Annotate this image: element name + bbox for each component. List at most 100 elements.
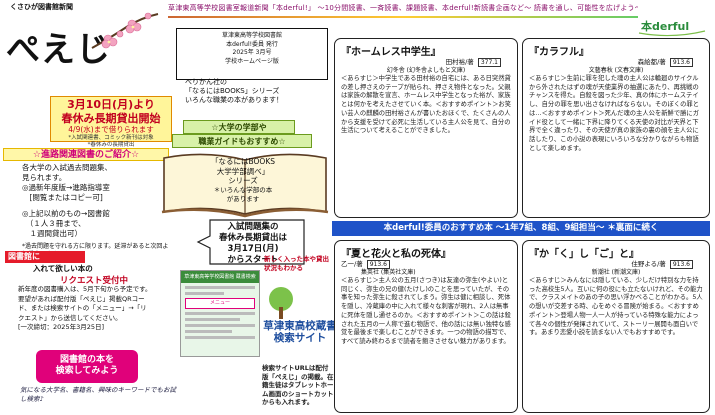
card-author: 乙一/著 (341, 260, 363, 268)
career-books-text: 各大学の入試過去問題集、 見られます。 ◎過新年度版→進路指導室 [閲覧またはコ… (22, 163, 172, 259)
plum-blossom-illustration (91, 12, 159, 49)
placeholder-line (185, 324, 255, 327)
infobox-line: 草津東高等学校図書館 (221, 32, 282, 39)
call-number-badge: 913.6 (669, 260, 693, 269)
request-title: リクエスト受付中 (60, 276, 129, 286)
guide-banner-top: ☆大学の学部や (183, 120, 295, 134)
career-line: １週間貸出可） (22, 229, 82, 238)
book-series-text: 「なるにはBOOKS 大学学部調べ」 シリーズ ＊いろんな学部の本 があります (193, 157, 293, 205)
card-publisher: 新潮社 (新潮文庫) (591, 269, 641, 276)
catalog-new-note: 新しく入った本や貸出状況もわかる (264, 255, 329, 272)
book-line: ＊いろんな学部の本 (213, 185, 273, 194)
search-button-line: 図書館の本を (59, 355, 114, 365)
card-title: 『夏と花火と私の死体』 (341, 249, 451, 260)
catalog-site-title: 草津東高校蔵書検索サイト (263, 320, 337, 344)
career-line: 見られます。 (22, 173, 67, 182)
open-book-illustration (161, 153, 329, 218)
card-publisher: 幻冬舎 (幻冬舎よしもと文庫) (386, 67, 466, 74)
book-line: 「なるにはBOOKS (211, 157, 275, 166)
career-line: ◎過新年度版→進路指導室 (22, 183, 110, 192)
book-line: シリーズ (228, 176, 258, 185)
event-date: 3月10日(月)より (67, 98, 155, 111)
search-button-line: 検索してみよう (55, 366, 119, 376)
placeholder-line (185, 312, 255, 315)
career-books-heading: ☆進路関連図書のご紹介☆ (3, 148, 169, 161)
placeholder-line (185, 336, 255, 339)
arrow-callout-shape (196, 219, 305, 265)
career-line: （１人３冊まで、 (22, 219, 86, 228)
spring-loan-event-box: 3月10日(月)より 春休み長期貸出開始 4/9(水)まで借りられます *入試関… (50, 96, 172, 148)
career-line: [閲覧またはコピー可] (22, 193, 103, 202)
tree-icon (269, 287, 293, 319)
call-number-badge: 913.6 (669, 58, 693, 67)
blurb-line: 「なるにはBOOKS」シリーズ (185, 87, 280, 95)
card-author: 森絵都/著 (637, 58, 666, 66)
career-line: 各大学の入試過去問題集、 (22, 163, 112, 172)
book-line: 大学学部調べ」 (216, 166, 270, 176)
blurb-line: いろんな職業の本があります！ (185, 96, 283, 104)
event-note: *入試関連書、コミック新刊は対象 (68, 135, 154, 141)
request-body: 新年度の図書購入は、5月下旬から予定です。 要望があれば配付版「ぺえじ」掲載QR… (18, 285, 153, 333)
logo-text: 本derful (641, 19, 689, 33)
card-title: 『ホームレス中学生』 (341, 47, 441, 58)
request-text: 新年度の図書購入は、5月下旬から予定です。 要望があれば配付版「ぺえじ」掲載QR… (18, 285, 152, 322)
request-label: 図書館に (5, 251, 85, 263)
request-sub-label: 入れて欲しい本の (33, 264, 93, 273)
book-line: があります (226, 195, 260, 203)
catalog-site-screenshot: 草津東高等学校図書館 蔵書検索 メニュー (180, 270, 260, 357)
catalog-site-header: 草津東高等学校図書館 蔵書検索 (181, 271, 259, 283)
event-title: 春休み長期貸出開始 (61, 112, 161, 125)
request-deadline: [一次締切：2025年3月25日] (18, 323, 105, 331)
card-title: 『カラフル』 (529, 47, 589, 58)
naruniwa-blurb: ぺりかん社の 「なるにはBOOKS」シリーズ いろんな職業の本があります！ (185, 78, 325, 105)
call-number-badge: 913.6 (366, 260, 390, 269)
infobox-line: 2025年 3月号 (232, 49, 272, 56)
banner-divider (168, 16, 638, 18)
menu-button[interactable]: メニュー (185, 298, 255, 309)
recommendation-strip: 本derful!委員のおすすめ本 〜1年7組、8組、9組担当〜 ＊裏面に続く (332, 221, 710, 236)
card-body: ＜あらすじ＞みんなには隠している、少しだけ特別な力を持った高校生5人。互いに何の… (529, 277, 703, 337)
exam-loan-callout: 入試問題集の 春休み長期貸出は 3月17日(月) からスタート (207, 222, 299, 266)
card-body: ＜あらすじ＞中学生である田村裕の自宅には、ある日突然貸の差し押さえのテープが貼ら… (341, 75, 512, 135)
card-title: 『か「く」し「ご」と』 (529, 249, 639, 260)
callout-line: 入試問題集の (227, 222, 279, 232)
infobox-line: 学校ホームページ版 (225, 57, 279, 65)
placeholder-line (185, 292, 224, 295)
card-publisher: 集英社 (集英社文庫) (361, 269, 416, 276)
placeholder-line (185, 286, 255, 289)
career-line: ◎上記以前のもの→図書館 (22, 209, 110, 218)
placeholder-line (185, 318, 240, 321)
callout-line: からスタート (227, 255, 279, 265)
school-label: くさひが図書館新聞 (10, 3, 73, 11)
card-body: ＜あらすじ＞生前に罪を犯した魂の主人公は輪廻のサイクルから外されたはずの魂が天使… (529, 75, 700, 152)
blurb-line: ぺりかん社の (185, 78, 227, 86)
call-number-badge: 377.1 (477, 58, 501, 67)
event-note: *春休みの長期貸出 (87, 142, 135, 148)
header-banner: 草津東高等学校図書室報道新聞「本derful!」 〜10分間読書、一斉読書、課題… (168, 4, 638, 12)
callout-line: 3月17日(月) (227, 244, 279, 254)
placeholder-line (185, 330, 232, 333)
honderful-logo: 本derful (637, 11, 707, 37)
search-books-button[interactable]: 図書館の本を 検索してみよう (36, 350, 138, 383)
search-hint: 気になる大学名、書籍名、興味のキーワードでもお試し検索♪ (20, 386, 176, 403)
card-body: ＜あらすじ＞主人公の五月(さつき)は友達の弥生(やよい)と同じく、弥生の兄の健(… (341, 277, 511, 345)
event-subtitle: 4/9(水)まで借りられます (68, 125, 154, 134)
catalog-site-note: 検索サイトURLは配付版「ぺえじ」の掲載。在籍生徒はタブレットホーム画面のショー… (262, 364, 334, 406)
infobox-line: 本derful!委員 発行 (226, 40, 278, 48)
guide-banner-bottom: 職業ガイドもおすすめ☆ (172, 134, 312, 148)
card-author: 田村裕/著 (445, 58, 474, 66)
callout-line: 春休み長期貸出は (218, 233, 287, 243)
publisher-infobox: 草津東高等学校図書館 本derful!委員 発行 2025年 3月号 学校ホーム… (176, 28, 328, 80)
card-publisher: 文藝春秋 (文春文庫) (588, 67, 644, 74)
masthead-title: ぺえじ (6, 30, 111, 70)
card-author: 住野よる/著 (631, 260, 666, 268)
